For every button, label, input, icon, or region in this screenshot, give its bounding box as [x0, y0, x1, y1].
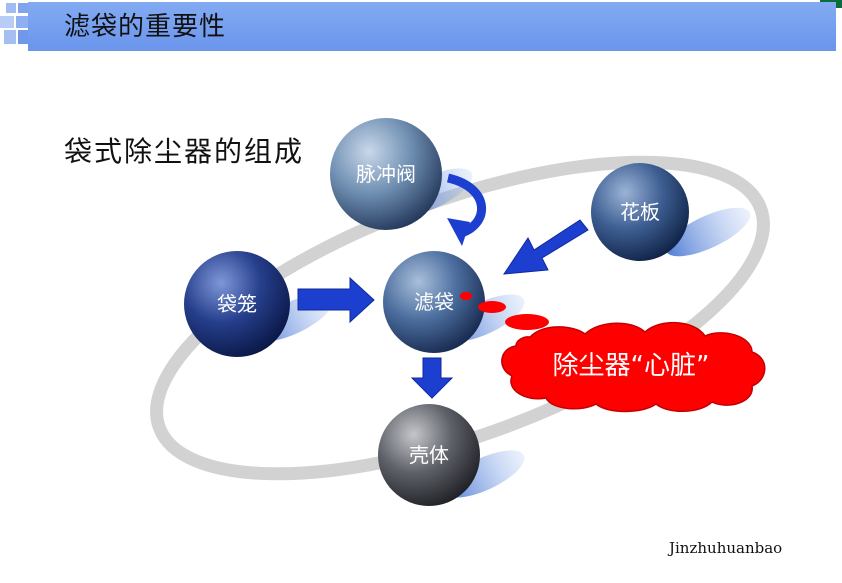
bubble-medium	[478, 301, 506, 313]
footer-watermark: Jinzhuhuanbao	[669, 539, 783, 557]
arrow-lvdai-to-keti	[410, 357, 454, 399]
page-subtitle: 袋式除尘器的组成	[64, 135, 305, 168]
page-title: 滤袋的重要性	[64, 12, 227, 42]
node-label: 袋笼	[217, 292, 257, 316]
node-label: 脉冲阀	[356, 162, 416, 186]
title-decoration	[0, 3, 28, 44]
title-bar	[28, 2, 836, 51]
node-keti: 壳体	[378, 404, 480, 506]
heart-callout-cloud: 除尘器“心脏”	[501, 321, 766, 413]
node-daibong: 袋笼	[184, 251, 290, 357]
huaban-shadow	[665, 207, 751, 257]
arrow-huaban-to-lvdai	[503, 219, 589, 275]
arrow-maichongfa-head	[447, 218, 470, 246]
node-lvdai: 滤袋	[383, 251, 485, 353]
arrow-daibong-to-lvdai	[297, 276, 375, 324]
bubble-small	[460, 292, 472, 300]
node-label: 壳体	[409, 443, 449, 467]
bubble-large	[505, 314, 549, 330]
node-huaban: 花板	[591, 163, 689, 261]
node-label: 花板	[620, 200, 660, 224]
node-label: 滤袋	[414, 290, 454, 314]
node-maichongfa: 脉冲阀	[330, 118, 442, 230]
callout-text: 除尘器“心脏”	[553, 351, 710, 381]
